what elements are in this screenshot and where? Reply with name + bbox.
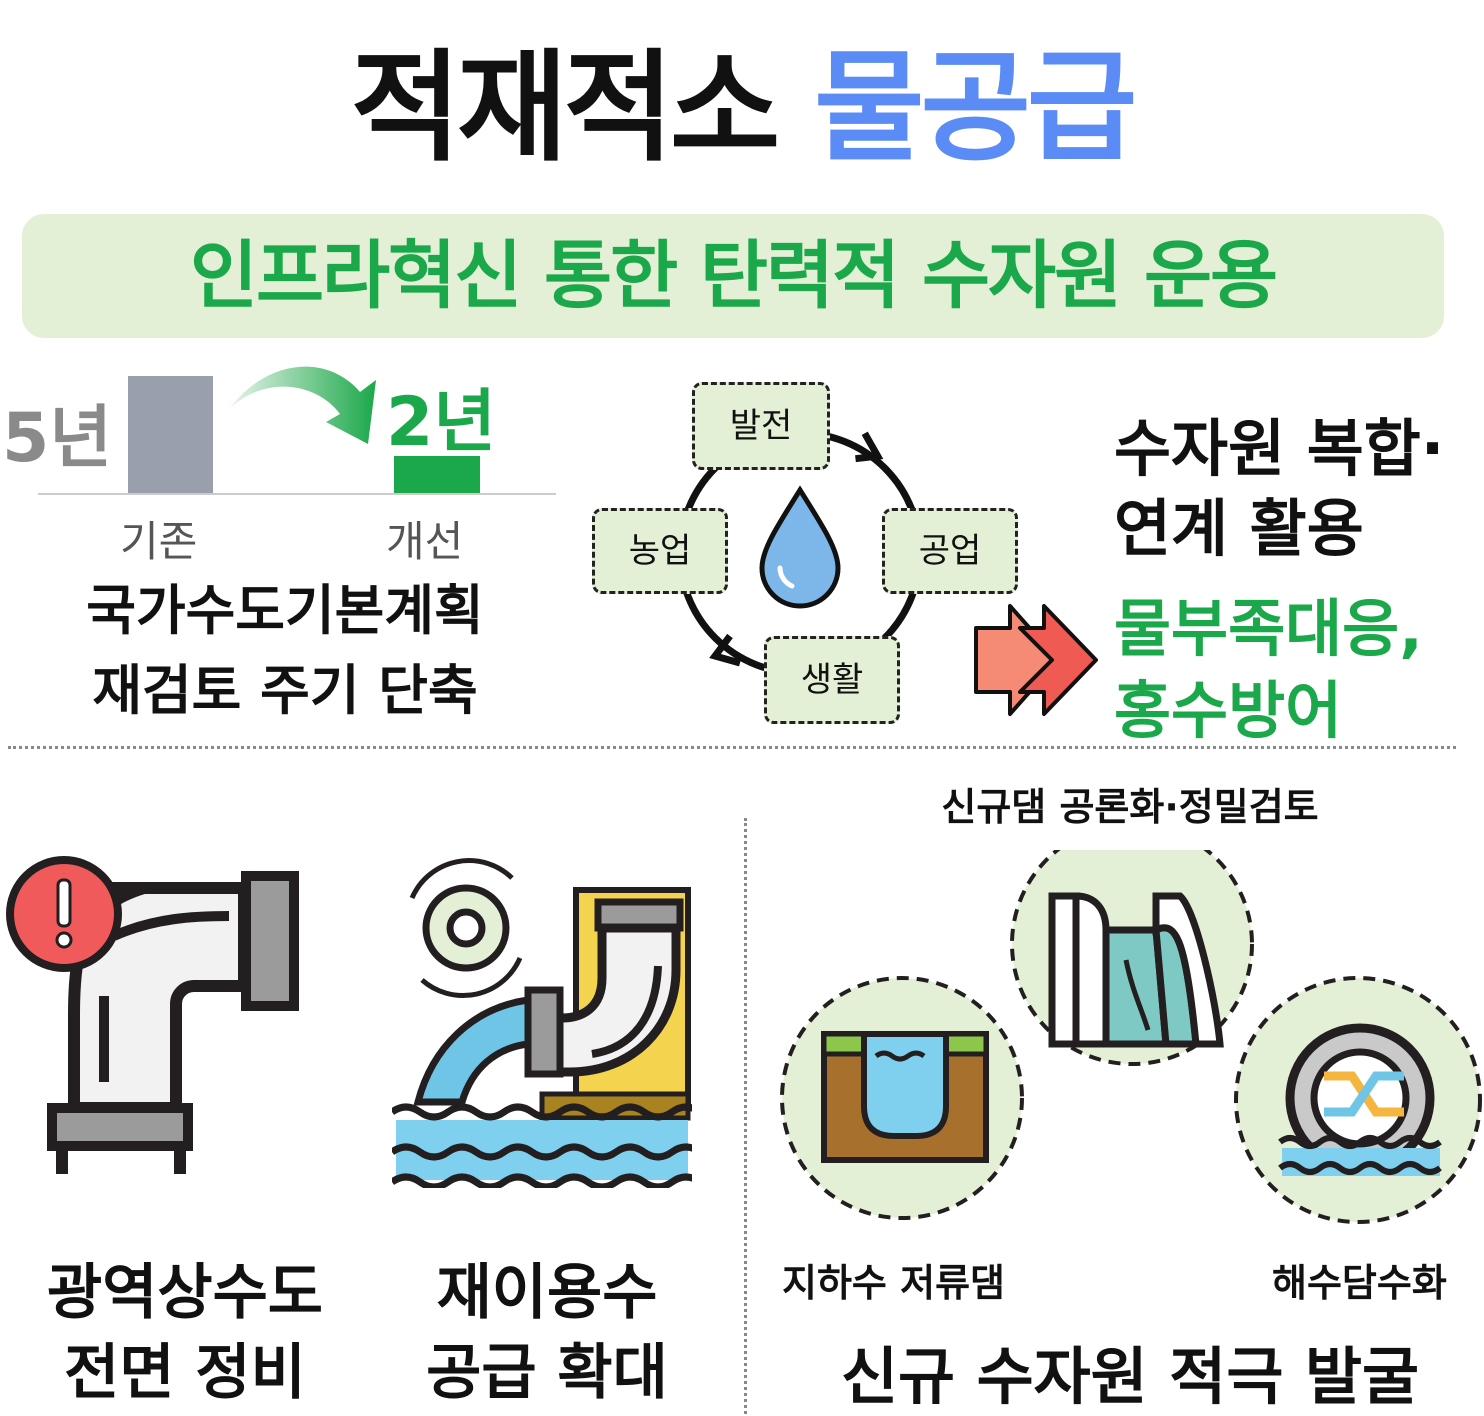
- plan-caption-line1: 국가수도기본계획: [86, 579, 484, 642]
- title-part1: 적재적소: [350, 39, 781, 178]
- double-arrow-icon: [974, 604, 1098, 716]
- water-sources-illustration: [780, 850, 1482, 1224]
- subtitle-banner: 인프라혁신 통한 탄력적 수자원 운용: [22, 214, 1444, 338]
- cycle-domestic: 생활: [764, 636, 900, 724]
- new-sources-heading: 신규 수자원 적극 발굴: [840, 1340, 1420, 1413]
- pipe-caption-line1: 광역상수도: [47, 1258, 323, 1328]
- desal-caption: 해수담수화: [1272, 1261, 1447, 1305]
- title-part2: 물공급: [814, 39, 1137, 178]
- water-reuse-icon: [392, 858, 692, 1188]
- after-label: 개선: [386, 517, 464, 566]
- integration-result-line2: 홍수방어: [1114, 674, 1343, 747]
- pipe-warning-icon: [6, 856, 299, 1174]
- groundwater-caption: 지하수 저류댐: [782, 1261, 1005, 1305]
- reuse-caption-line2: 공급 확대: [426, 1338, 668, 1408]
- page-title: 적재적소 물공급: [0, 10, 1484, 184]
- before-bar: [128, 376, 213, 493]
- banner-text: 인프라혁신 통한 탄력적 수자원 운용: [189, 233, 1278, 319]
- cycle-agriculture: 농업: [592, 508, 728, 594]
- pipe-caption-line2: 전면 정비: [64, 1338, 306, 1408]
- after-value: 2년: [386, 383, 496, 462]
- cycle-power: 발전: [692, 382, 830, 470]
- baseline: [38, 493, 556, 495]
- vertical-divider: [744, 818, 747, 1414]
- reuse-caption-line1: 재이용수: [436, 1258, 658, 1328]
- dam-caption: 신규댐 공론화·정밀검토: [941, 785, 1319, 829]
- plan-caption-line2: 재검토 주기 단축: [92, 659, 478, 722]
- before-value: 5년: [2, 399, 112, 478]
- integration-line1: 수자원 복합·: [1114, 412, 1445, 485]
- after-bar: [394, 456, 480, 493]
- integration-line2: 연계 활용: [1114, 492, 1364, 565]
- cycle-industry: 공업: [882, 508, 1018, 594]
- horizontal-divider: [8, 746, 1456, 749]
- before-label: 기존: [120, 517, 198, 566]
- arrow-icon: [230, 366, 376, 444]
- integration-result-line1: 물부족대응,: [1114, 592, 1423, 665]
